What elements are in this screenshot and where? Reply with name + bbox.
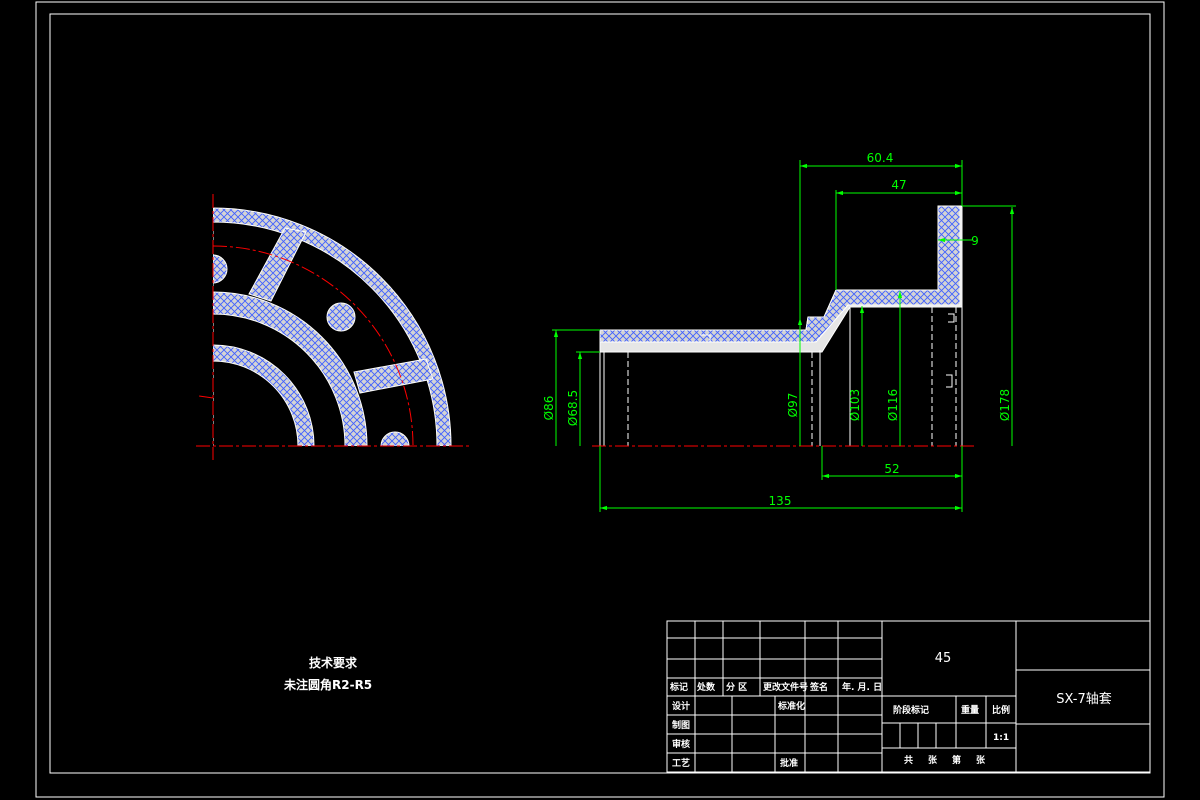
dim-60-4: 60.4 — [867, 151, 894, 165]
sheet-index-label: 第 — [952, 754, 961, 766]
rev-header-date: 年. 月. 日 — [842, 681, 882, 693]
end-view-centerlines — [196, 194, 470, 460]
dim-52: 52 — [884, 462, 899, 476]
design-label: 设计 — [672, 700, 690, 712]
dim-diameter-68-5: Ø68.5 — [566, 390, 580, 426]
sheet-unit-label: 张 — [928, 754, 938, 766]
title-block-text: 45 SX-7轴套 标记 处数 分 区 更改文件号 签名 年. 月. 日 设计 … — [669, 651, 1112, 769]
sheet-unit2-label: 张 — [976, 754, 986, 766]
sheet-total-label: 共 — [904, 754, 913, 766]
dim-diameter-97: Ø97 — [786, 393, 800, 418]
inner-frame — [49, 13, 1151, 774]
rev-header-count: 处数 — [696, 681, 716, 693]
dim-135: 135 — [769, 494, 792, 508]
dim-9: 9 — [971, 234, 979, 248]
part-name: SX-7轴套 — [1056, 691, 1111, 707]
rev-header-mark: 标记 — [669, 681, 688, 693]
scale-value: 1:1 — [993, 733, 1009, 743]
tech-req-heading: 技术要求 — [309, 655, 358, 670]
dimension-lines — [552, 160, 1016, 512]
dim-diameter-178: Ø178 — [998, 389, 1012, 421]
approval-label: 批准 — [780, 757, 798, 769]
stage-mark-label: 阶段标记 — [893, 704, 929, 716]
standardization-label: 标准化 — [777, 700, 805, 712]
section-view — [592, 205, 975, 447]
dim-47: 47 — [891, 178, 906, 192]
rev-header-change-doc: 更改文件号 — [763, 681, 808, 693]
dim-diameter-103: Ø103 — [848, 389, 862, 421]
dimension-labels: 60.4 47 9 135 52 Ø86 Ø68.5 Ø97 Ø103 Ø116… — [542, 151, 1012, 508]
title-block-grid — [666, 620, 1151, 773]
weight-label: 重量 — [961, 704, 979, 716]
rev-header-zone: 分 区 — [726, 681, 747, 693]
tech-req-note: 未注圆角R2-R5 — [283, 677, 372, 692]
rev-header-sign: 签名 — [809, 681, 828, 693]
outer-frame — [35, 1, 1165, 798]
dim-diameter-116: Ø116 — [886, 389, 900, 421]
scale-label: 比例 — [992, 704, 1010, 716]
review-label: 审核 — [672, 738, 690, 750]
material-label: 45 — [935, 651, 952, 666]
process-label: 工艺 — [672, 757, 690, 769]
dim-diameter-86: Ø86 — [542, 396, 556, 421]
drawing-label: 制图 — [672, 719, 690, 731]
end-view-quarter — [213, 207, 452, 446]
